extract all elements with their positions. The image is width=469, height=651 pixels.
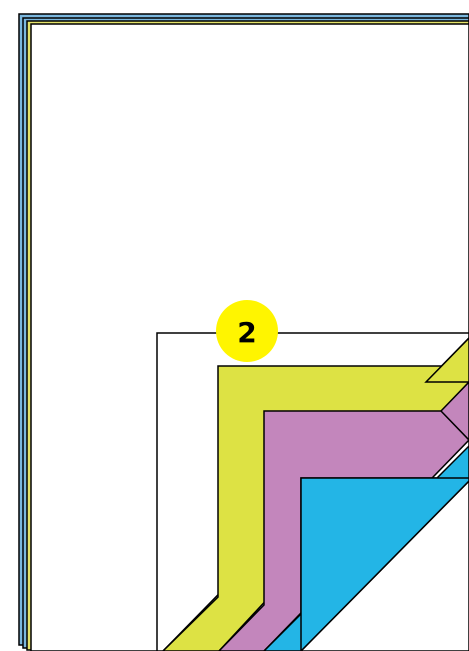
step-number: 2 [237, 316, 256, 349]
step-badge: 2 [216, 300, 278, 362]
